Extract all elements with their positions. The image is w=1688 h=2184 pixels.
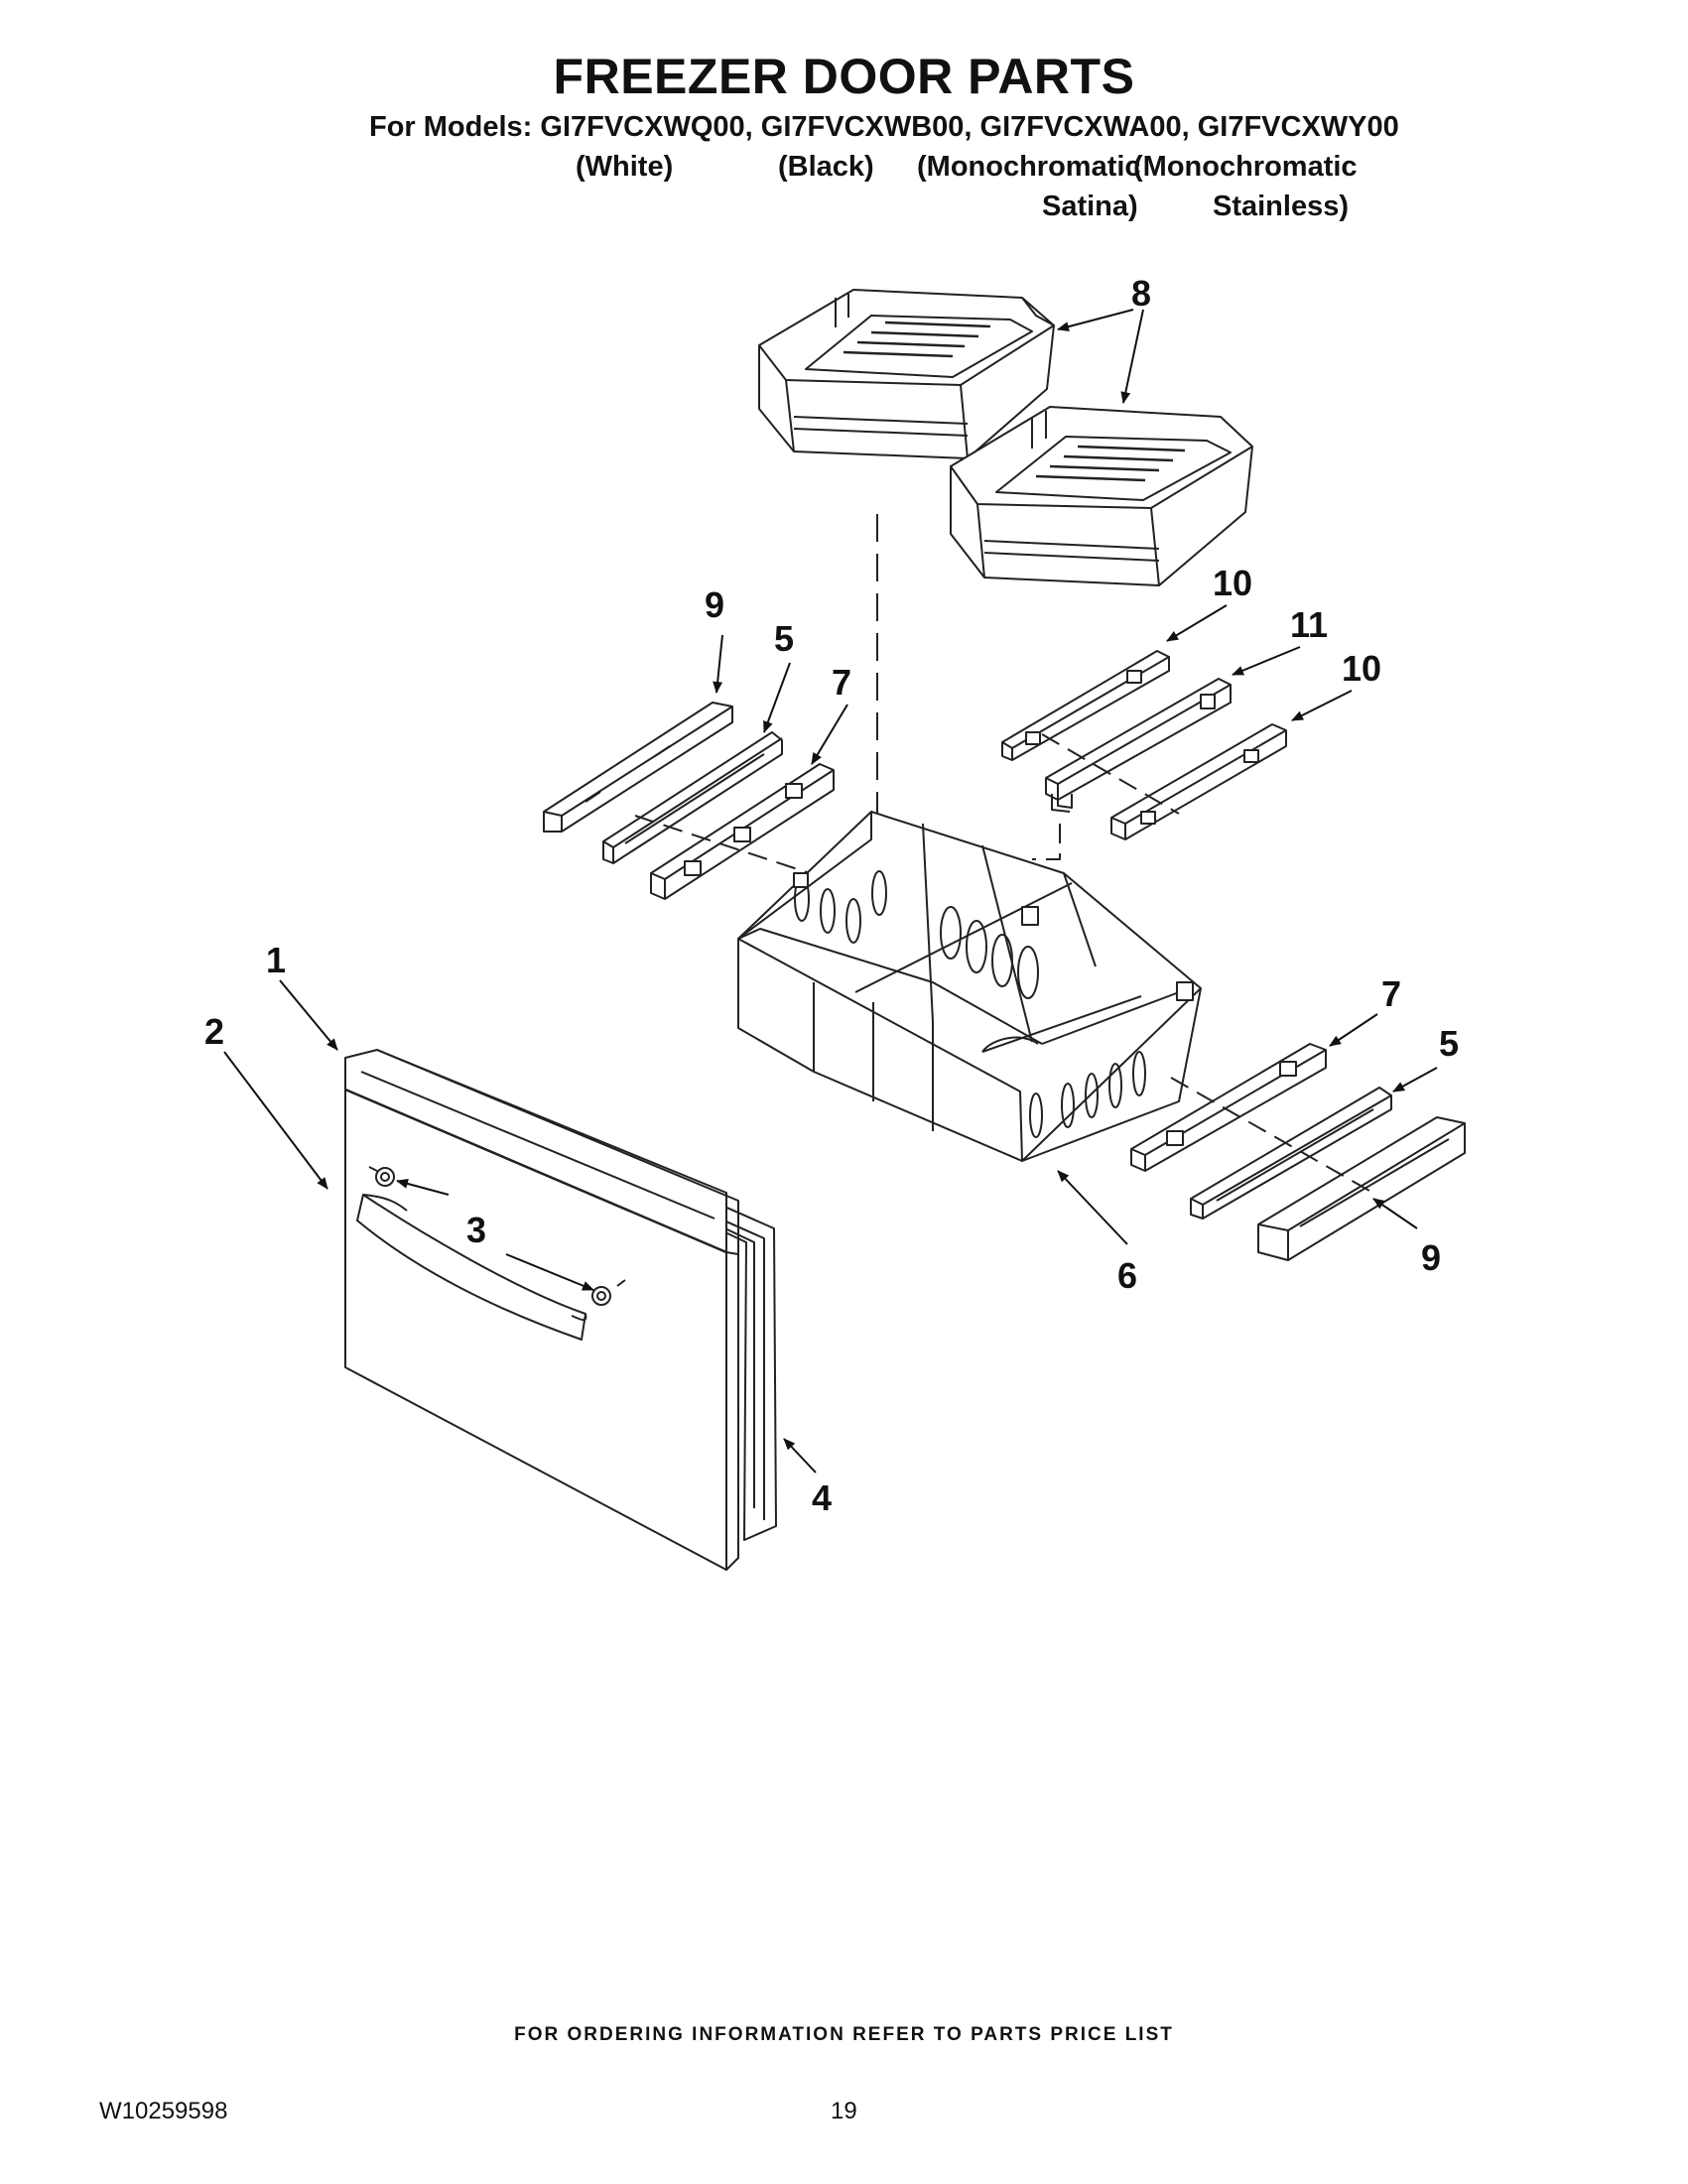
door-handle: [356, 1194, 587, 1341]
leader-9b: [1372, 1198, 1418, 1229]
callout-7-lower: 7: [1381, 973, 1401, 1014]
handle-studs: [368, 1166, 626, 1306]
right-rail-11: [1045, 678, 1232, 813]
upper-basket-front: [950, 406, 1253, 586]
leader-7a: [811, 704, 848, 765]
callout-3: 3: [466, 1210, 486, 1250]
callout-4: 4: [812, 1477, 832, 1518]
leader-9a: [713, 634, 723, 694]
callout-9-upper: 9: [705, 584, 724, 625]
leader-8a: [1057, 309, 1134, 332]
leader-4: [783, 1438, 817, 1474]
variant-white: (White): [576, 151, 674, 183]
variant-monochromatic-1: (Monochromatic: [917, 151, 1141, 183]
callout-11: 11: [1290, 604, 1328, 645]
right-end-cap-lower: [1257, 1116, 1466, 1261]
callout-10-upper: 10: [1213, 563, 1252, 603]
callout-5-upper: 5: [774, 618, 794, 659]
variant-satina: Satina): [1042, 191, 1138, 222]
leader-6: [1057, 1170, 1128, 1245]
left-end-cap-upper: [543, 702, 733, 833]
variant-monochromatic-2: (Monochromatic: [1133, 151, 1358, 183]
callout-6: 6: [1117, 1255, 1137, 1296]
page-title: FREEZER DOOR PARTS: [553, 49, 1135, 104]
left-slide-rail-upper: [602, 731, 783, 864]
upper-basket-rear: [758, 289, 1055, 459]
left-support-rail-upper: [650, 763, 835, 900]
leader-7b: [1329, 1013, 1378, 1047]
page-number: 19: [831, 2098, 857, 2124]
document-number: W10259598: [99, 2098, 228, 2124]
leader-5a: [763, 662, 791, 733]
leader-10a: [1166, 604, 1228, 642]
callout-5-lower: 5: [1439, 1023, 1459, 1064]
leader-11: [1232, 646, 1301, 676]
right-support-rail-lower: [1130, 1043, 1327, 1172]
leader-3b: [505, 1253, 594, 1291]
callout-8: 8: [1131, 273, 1151, 314]
callout-7-upper: 7: [832, 662, 851, 703]
leader-3a: [396, 1179, 450, 1196]
right-rail-10-top: [1001, 650, 1170, 761]
right-rail-10-bottom: [1110, 723, 1287, 840]
leader-1: [279, 979, 338, 1051]
ordering-note: FOR ORDERING INFORMATION REFER TO PARTS …: [514, 2024, 1174, 2045]
models-line: For Models: GI7FVCXWQ00, GI7FVCXWB00, GI…: [369, 111, 1399, 143]
main-freezer-basket: [737, 811, 1202, 1162]
leader-10b: [1291, 690, 1353, 721]
callout-1: 1: [266, 940, 286, 980]
callout-2: 2: [204, 1011, 224, 1052]
variant-black: (Black): [778, 151, 874, 183]
variant-stainless: Stainless): [1213, 191, 1349, 222]
leader-5b: [1392, 1067, 1438, 1092]
callout-9-lower: 9: [1421, 1237, 1441, 1278]
callout-10-lower: 10: [1342, 648, 1381, 689]
right-slide-rail-lower: [1190, 1087, 1392, 1220]
leader-8b: [1120, 309, 1144, 404]
door-panel: [344, 1049, 739, 1571]
leader-2: [223, 1051, 328, 1190]
